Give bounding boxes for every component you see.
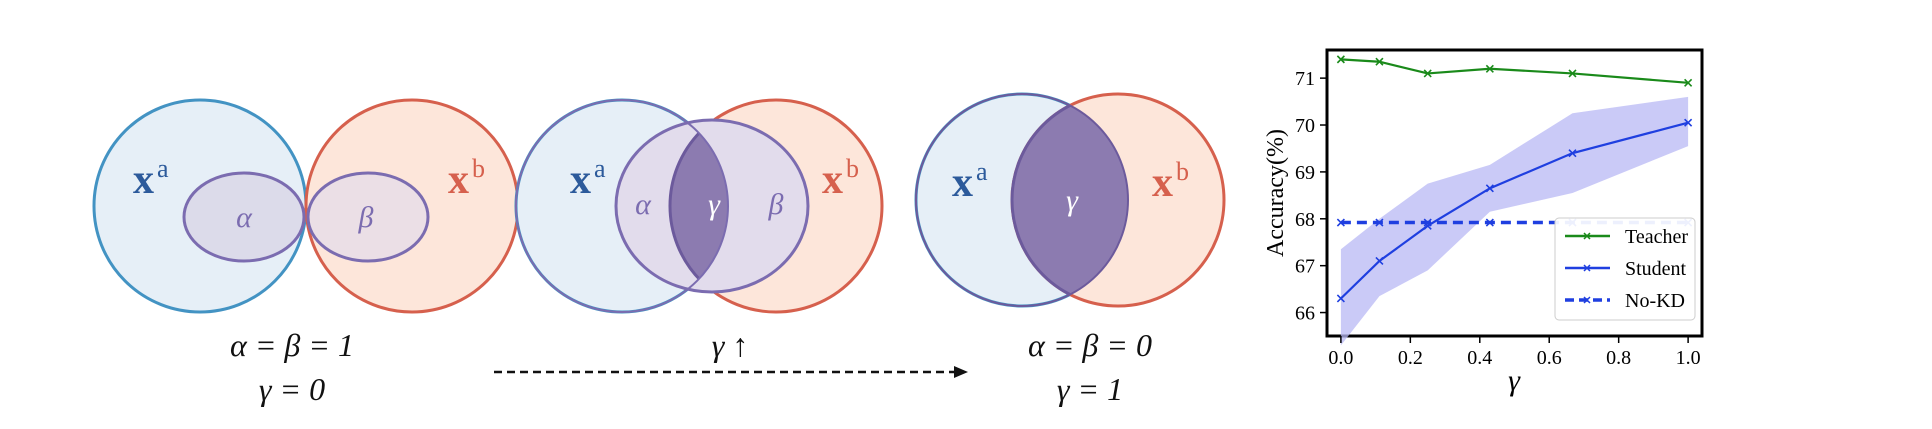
student-line [1340,121,1689,300]
left-caption-2: γ = 0 [259,371,325,407]
teacher-point [1684,78,1693,87]
y-tick-label: 70 [1295,115,1315,137]
legend-label-no-kd: No-KD [1625,290,1685,312]
no-kd-point [1375,218,1384,227]
y-tick-label: 67 [1295,256,1315,278]
y-tick-label: 69 [1295,162,1315,184]
legend-marker-teacher [1583,232,1591,240]
x-tick-label: 0.6 [1537,347,1562,369]
gamma-symbol: γ [1066,184,1079,217]
alpha-symbol: α [635,188,652,221]
left-caption-1: α = β = 1 [230,327,354,363]
alpha-ellipse [182,171,306,263]
teacher-point [1375,57,1384,66]
legend-marker-no-kd [1583,296,1591,304]
gamma-symbol: γ [708,188,721,221]
student-point [1485,184,1494,193]
teacher-point [1485,64,1494,73]
student-point [1423,221,1432,230]
alpha-symbol: α [236,201,253,234]
teacher-point [1568,69,1577,78]
beta-symbol: β [768,188,784,221]
right-caption-1: α = β = 0 [1028,327,1152,363]
teacher-point [1423,69,1432,78]
student-confidence-band [1340,96,1689,346]
no-kd-point [1423,218,1432,227]
student-point [1336,294,1345,303]
beta-symbol: β [358,201,374,234]
student-point [1568,149,1577,158]
legend-label-student: Student [1625,258,1687,280]
no-kd-point [1336,218,1345,227]
legend-label-teacher: Teacher [1625,226,1688,248]
x-tick-label: 1.0 [1676,347,1701,369]
progression-arrow [494,366,968,378]
right-caption-2: γ = 1 [1057,371,1123,407]
x-tick-label: 0.8 [1606,347,1631,369]
gamma-region [1010,94,1128,306]
beta-ellipse [306,171,430,263]
teacher-line [1340,58,1689,84]
y-tick-label: 68 [1295,209,1315,231]
y-tick-label: 66 [1295,303,1315,325]
accuracy-chart: 0.0 0.2 0.4 0.6 0.8 1.0 66 67 68 69 70 71 Accuracy(… [1263,48,1704,397]
y-tick-label: 71 [1295,68,1315,90]
x-tick-label: 0.2 [1398,347,1423,369]
legend-marker-student [1583,264,1591,272]
student-point [1375,256,1384,266]
teacher-point [1336,55,1345,64]
xa-circle-outline [515,99,729,313]
x-axis-label: γ [1508,364,1521,397]
x-tick-label: 0.0 [1328,347,1353,369]
student-point [1684,118,1693,127]
legend-box [1554,217,1696,321]
y-axis-label: Accuracy(%) [1263,129,1289,257]
no-kd-point [1485,218,1494,227]
xa-circle-outline [915,93,1129,307]
x-tick-label: 0.4 [1467,347,1492,369]
mid-caption: γ ↑ [712,327,749,363]
